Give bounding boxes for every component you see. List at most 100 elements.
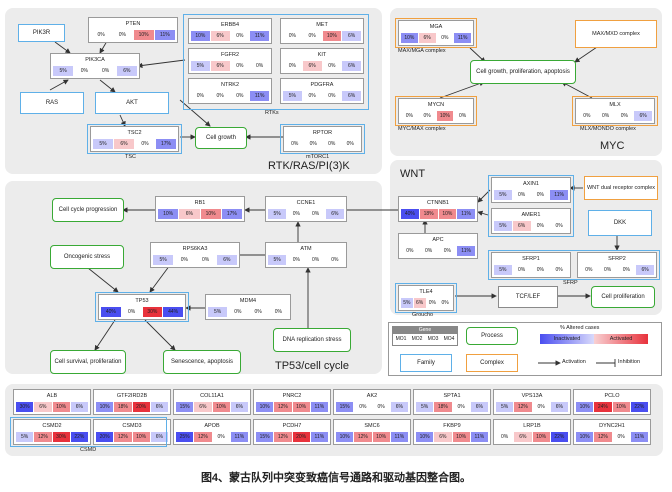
- alteration-cell-mo3: 0%: [425, 298, 439, 308]
- alteration-cell-mo1: 10%: [256, 402, 274, 412]
- gene-name: MLX: [609, 102, 621, 108]
- gene-name: CSMD3: [122, 423, 142, 429]
- legend-gene-label: Gene: [393, 327, 457, 334]
- alteration-cell-mo4: 0%: [549, 265, 568, 275]
- sfrp-family: [488, 250, 660, 280]
- alteration-cell-mo1: 5%: [16, 432, 34, 442]
- alteration-cell-mo3: 20%: [291, 432, 310, 442]
- alteration-cell-mo4: 0%: [267, 307, 288, 317]
- alteration-cell-mo4: 6%: [469, 402, 488, 412]
- max-mxd-complex: MAX/MXD complex: [575, 20, 657, 48]
- alteration-cell-mo3: 0%: [229, 61, 250, 71]
- gene-name: VPS13A: [521, 393, 543, 399]
- gene-name: LRP1B: [523, 423, 541, 429]
- alteration-cell-mo1: 0%: [286, 139, 304, 149]
- alteration-cell-mo3: 10%: [321, 31, 342, 41]
- alteration-cell-mo3: 10%: [199, 209, 221, 219]
- alteration-cell-mo3: 0%: [229, 91, 250, 101]
- gene-name: ALB: [46, 393, 58, 399]
- sfrp-label: SFRP: [563, 280, 578, 286]
- alteration-cell-mo1: 15%: [256, 432, 274, 442]
- ras-box: RAS: [20, 92, 84, 114]
- gene-name: RB1: [194, 200, 206, 206]
- alteration-cell-mo1: 0%: [578, 111, 596, 121]
- alteration-cell-mo4: 11%: [456, 209, 475, 219]
- alteration-cell-mo1: 10%: [416, 432, 434, 442]
- gene-name: ATM: [300, 246, 312, 252]
- alteration-cell-mo1: 5%: [153, 255, 174, 265]
- alteration-cell-mo1: 5%: [416, 402, 434, 412]
- alteration-cell-mo3: 0%: [229, 31, 250, 41]
- pik3r-box: PIK3R: [18, 24, 65, 42]
- gene-name: APC: [432, 237, 444, 243]
- gene-name: TSC2: [127, 130, 142, 136]
- alteration-cell-mo2: 18%: [433, 402, 452, 412]
- alteration-cell-mo3: 10%: [531, 432, 550, 442]
- alteration-cell-mo1: 5%: [191, 61, 210, 71]
- alteration-cell-mo4: 6%: [115, 66, 137, 76]
- alteration-cell-mo4: 0%: [438, 298, 451, 308]
- alteration-cell-mo3: 0%: [451, 402, 470, 412]
- rtks-family: [183, 14, 369, 110]
- gene-name: NTRK2: [220, 82, 240, 88]
- alteration-cell-mo4: 6%: [149, 402, 168, 412]
- alteration-cell-mo4: 6%: [229, 402, 248, 412]
- alteration-cell-mo3: 10%: [437, 209, 457, 219]
- alteration-cell-mo1: 25%: [176, 432, 194, 442]
- alteration-cell-mo3: 30%: [51, 432, 70, 442]
- alteration-cell-mo1: 10%: [336, 432, 354, 442]
- alteration-cell-mo2: 12%: [593, 432, 612, 442]
- alteration-cell-mo2: 12%: [353, 432, 372, 442]
- alteration-cell-mo1: 10%: [576, 432, 594, 442]
- alteration-cell-mo3: 0%: [530, 221, 550, 231]
- akt-box: AKT: [95, 92, 169, 114]
- cell-growth-process: Cell growth: [195, 127, 247, 149]
- alteration-cell-mo2: 0%: [418, 246, 438, 256]
- csmd-family: [10, 417, 167, 447]
- alteration-cell-mo2: 0%: [597, 265, 617, 275]
- alteration-cell-mo3: 10%: [611, 402, 630, 412]
- alteration-cell-mo4: 6%: [149, 432, 168, 442]
- myc-process: Cell growth, proliferation, apoptosis: [470, 60, 576, 84]
- arrow-rtk-pik3ca: [137, 59, 186, 69]
- gene-name: RPS6KA3: [182, 246, 208, 252]
- alteration-cell-mo1: 10%: [96, 402, 114, 412]
- arrow-tp53-senescence: [144, 319, 176, 351]
- cell-survival-process: Cell survival, proliferation: [50, 350, 126, 374]
- alteration-cell-mo1: 15%: [336, 402, 354, 412]
- alteration-cell-mo2: 12%: [113, 432, 132, 442]
- alteration-cell-mo3: 0%: [322, 139, 341, 149]
- alteration-cell-mo4: 11%: [469, 432, 488, 442]
- alteration-cell-mo2: 0%: [301, 91, 322, 101]
- alteration-cell-mo4: 22%: [69, 432, 88, 442]
- alteration-cell-mo4: 6%: [389, 402, 408, 412]
- alteration-cell-mo4: 11%: [249, 91, 269, 101]
- tsc-label: TSC: [125, 154, 136, 160]
- legend-inactivated: Inactivated: [540, 334, 594, 344]
- alteration-cell-mo1: 10%: [158, 209, 179, 219]
- alteration-cell-mo1: 10%: [576, 402, 594, 412]
- alteration-cell-mo1: 0%: [283, 31, 302, 41]
- alteration-cell-mo4: 11%: [453, 33, 471, 43]
- alteration-cell-mo4: 0%: [340, 139, 359, 149]
- gene-name: PDGFRA: [310, 82, 334, 88]
- alteration-cell-mo2: 6%: [301, 61, 322, 71]
- alteration-cell-mo2: 0%: [73, 66, 95, 76]
- gene-name: APOB: [204, 423, 220, 429]
- alteration-cell-mo3: 0%: [611, 432, 630, 442]
- legend-altered-title: % Altered cases: [560, 325, 600, 331]
- wnt-dual-label: WNT dual receptor complex: [586, 185, 656, 191]
- alteration-cell-mo2: 0%: [511, 190, 531, 200]
- alteration-cell-mo2: 6%: [178, 209, 200, 219]
- alteration-cell-mo3: 0%: [531, 402, 550, 412]
